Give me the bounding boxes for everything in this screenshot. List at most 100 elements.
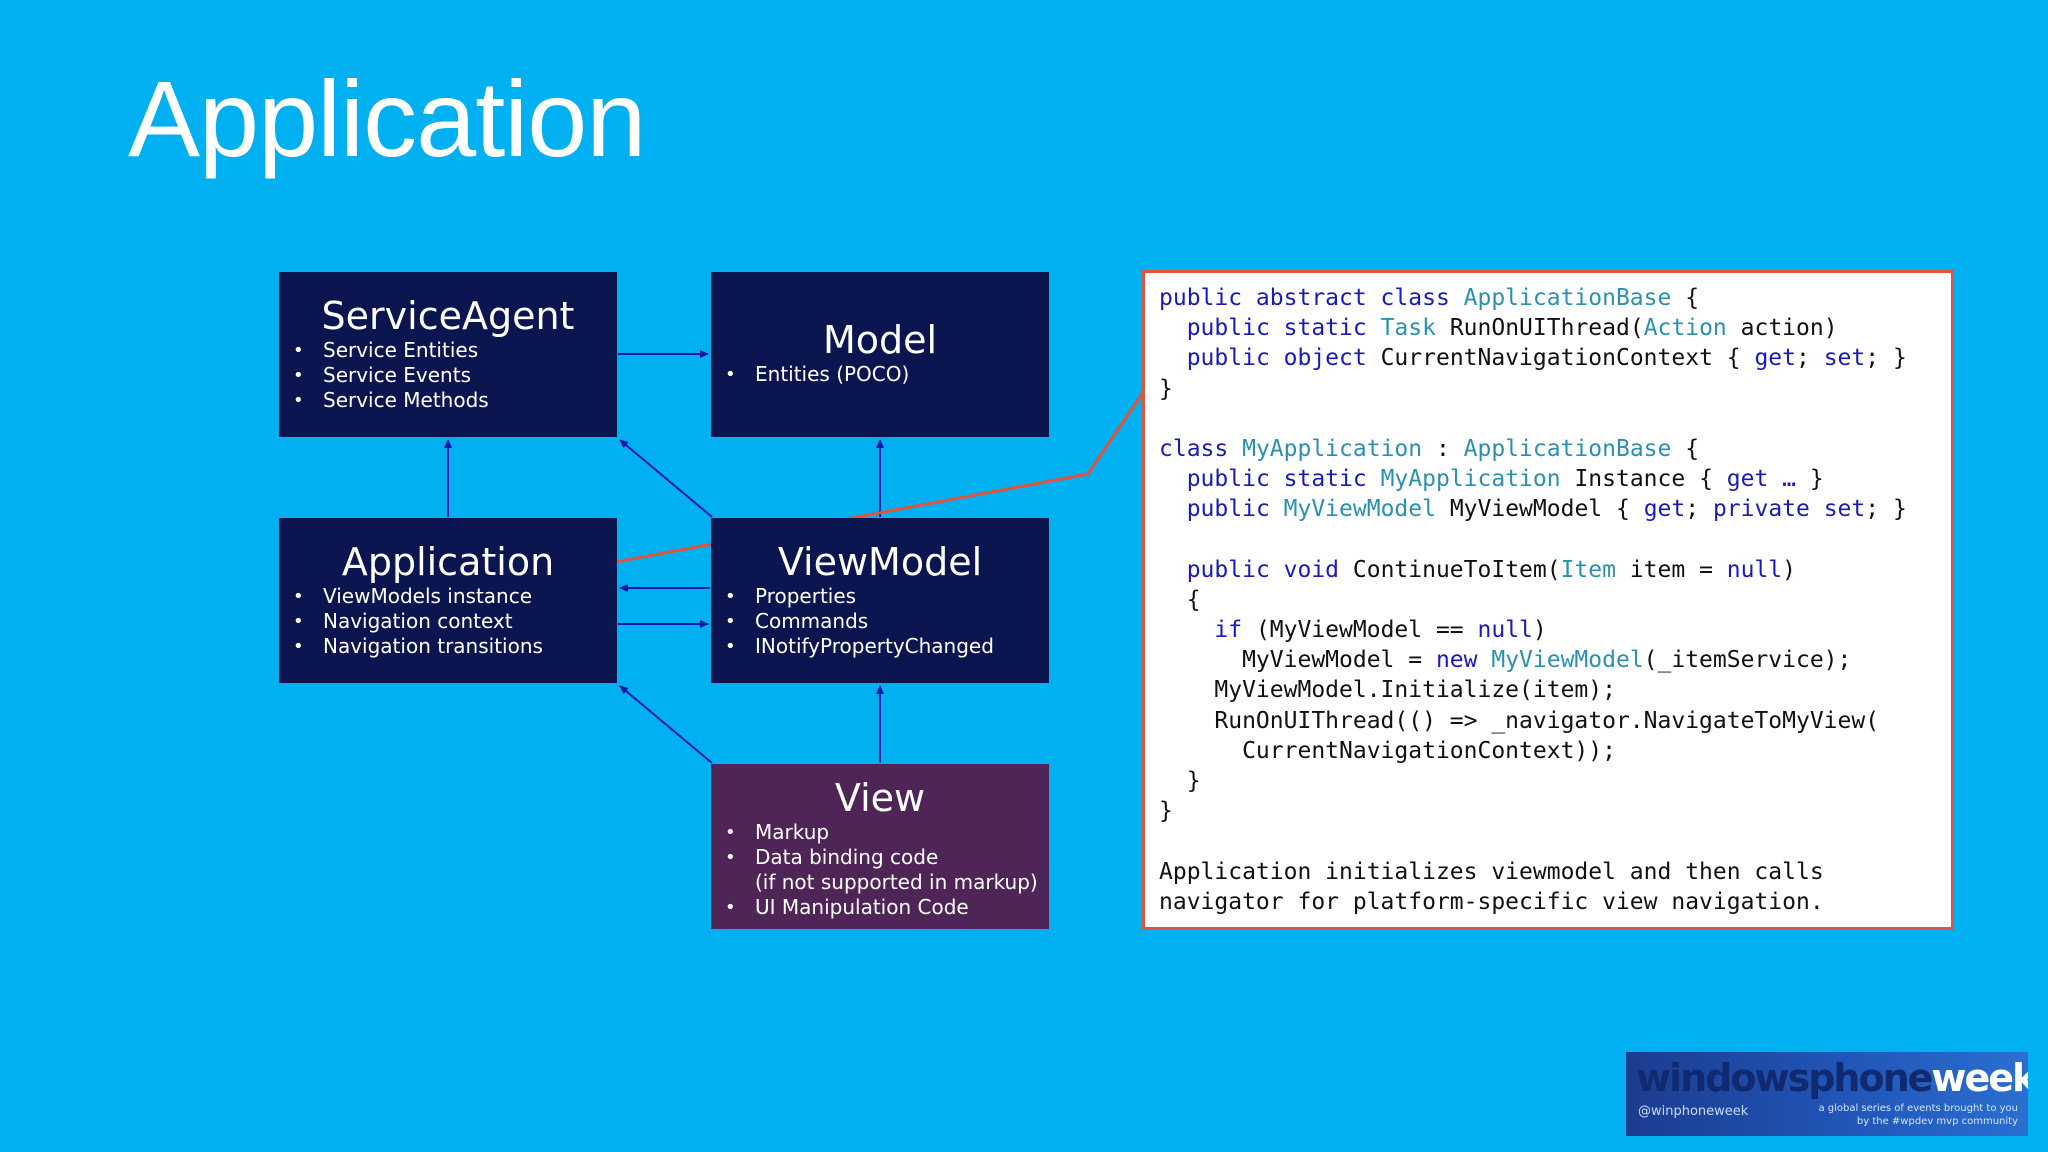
code-panel: public abstract class ApplicationBase { … (1142, 270, 1954, 930)
code-token: MyViewModel = (1159, 647, 1436, 674)
code-token: null (1726, 556, 1783, 583)
code-line: public object CurrentNavigationContext {… (1159, 343, 1937, 373)
code-token: private set (1712, 496, 1866, 523)
code-token: Item (1560, 556, 1616, 583)
serviceagent-list: Service Entities Service Events Service … (279, 338, 617, 413)
code-token: } (1159, 375, 1173, 402)
code-line: MyViewModel = new MyViewModel(_itemServi… (1159, 645, 1937, 675)
code-token: Task (1380, 315, 1436, 342)
code-token: } (1159, 798, 1173, 825)
model-title: Model (822, 318, 938, 362)
code-token: public static (1186, 466, 1381, 493)
code-token: get (1754, 345, 1796, 372)
code-token: MyApplication (1242, 435, 1423, 462)
serviceagent-title: ServiceAgent (321, 294, 575, 338)
code-line: CurrentNavigationContext)); (1159, 736, 1937, 766)
windowsphoneweek-logo: windowsphoneweek @winphoneweek a global … (1626, 1052, 2028, 1136)
code-token: public static (1186, 315, 1381, 342)
arrow-viewmodel-to-serviceagent (619, 439, 713, 518)
code-line: } (1159, 796, 1937, 826)
code-token: navigator for platform-specific view nav… (1159, 888, 1824, 915)
code-token: ApplicationBase (1463, 435, 1672, 462)
code-token: { (1671, 285, 1700, 311)
code-token (1159, 345, 1187, 371)
code-token: action) (1726, 315, 1838, 342)
list-item: Service Methods (279, 388, 617, 413)
view-list: Markup Data binding code (if not support… (711, 820, 1049, 920)
serviceagent-box: ServiceAgent Service Entities Service Ev… (279, 272, 617, 437)
code-line: public static MyApplication Instance { g… (1159, 464, 1937, 494)
code-token: Application initializes viewmodel and th… (1159, 858, 1824, 885)
view-title: View (834, 776, 926, 820)
code-token: public object (1186, 345, 1381, 372)
code-token: MyViewModel { (1435, 496, 1644, 523)
list-item: Properties (711, 584, 1049, 609)
logo-tagline: a global series of events brought to you… (1818, 1103, 2018, 1127)
code-token: RunOnUIThread(() => _navigator.NavigateT… (1159, 707, 1880, 734)
code-token (1159, 617, 1214, 643)
application-box: Application ViewModels instance Navigati… (279, 518, 617, 683)
code-line: public abstract class ApplicationBase { (1159, 283, 1937, 313)
code-token: MyViewModel (1491, 647, 1644, 674)
code-token: ; (1685, 496, 1713, 523)
list-item: INotifyPropertyChanged (711, 634, 1049, 659)
code-token: Instance { (1560, 466, 1727, 493)
code-token: { (1671, 435, 1700, 462)
list-item: Navigation transitions (279, 634, 617, 659)
viewmodel-list: Properties Commands INotifyPropertyChang… (711, 584, 1049, 659)
code-token: item = (1615, 556, 1727, 583)
code-token: MyApplication (1380, 466, 1561, 493)
code-token: ; } (1865, 345, 1907, 372)
code-line (1159, 525, 1937, 555)
list-item: (if not supported in markup) (755, 870, 1038, 894)
code-line: public void ContinueToItem(Item item = n… (1159, 555, 1937, 585)
list-item: Entities (POCO) (711, 362, 1049, 387)
list-item: Commands (711, 609, 1049, 634)
code-token: get (1643, 496, 1686, 523)
code-token: } (1796, 466, 1824, 493)
list-item: ViewModels instance (279, 584, 617, 609)
list-item: Navigation context (279, 609, 617, 634)
code-line (1159, 404, 1937, 434)
code-token: ApplicationBase (1463, 285, 1672, 311)
list-item: UI Manipulation Code (711, 895, 1049, 920)
code-token: Action (1643, 315, 1727, 342)
code-line: } (1159, 766, 1937, 796)
code-block: public abstract class ApplicationBase { … (1159, 283, 1937, 917)
code-line: public MyViewModel MyViewModel { get; pr… (1159, 494, 1937, 524)
code-token: set (1823, 345, 1866, 372)
code-token: ) (1532, 617, 1547, 644)
code-token: if (1214, 617, 1243, 644)
code-token: new (1435, 647, 1492, 674)
logo-wordmark: windowsphoneweek (1636, 1056, 2028, 1100)
code-token: { (1159, 586, 1201, 613)
list-item: Markup (711, 820, 1049, 845)
code-line: public static Task RunOnUIThread(Action … (1159, 313, 1937, 343)
code-line: Application initializes viewmodel and th… (1159, 857, 1937, 887)
code-token: (_itemService); (1643, 647, 1852, 674)
application-title: Application (341, 540, 555, 584)
code-line: class MyApplication : ApplicationBase { (1159, 434, 1937, 464)
model-box: Model Entities (POCO) (711, 272, 1049, 437)
code-token: : (1422, 435, 1464, 462)
list-item: Data binding code (711, 845, 1049, 870)
code-token: CurrentNavigationContext { (1380, 345, 1755, 372)
code-line (1159, 826, 1937, 856)
logo-word-dark: windowsphone (1636, 1056, 1933, 1100)
code-line: navigator for platform-specific view nav… (1159, 887, 1937, 917)
code-token (1159, 496, 1187, 522)
logo-word-light: week (1931, 1056, 2028, 1100)
application-list: ViewModels instance Navigation context N… (279, 584, 617, 659)
model-list: Entities (POCO) (711, 362, 1049, 387)
view-box: View Markup Data binding code (if not su… (711, 764, 1049, 929)
code-token: public void (1186, 556, 1353, 583)
viewmodel-title: ViewModel (777, 540, 983, 584)
code-line: { (1159, 585, 1937, 615)
code-token: get … (1726, 466, 1797, 493)
code-token (1159, 466, 1187, 492)
code-token: MyViewModel (1283, 496, 1436, 523)
code-token: ContinueToItem( (1352, 556, 1561, 583)
code-token: } (1159, 768, 1201, 794)
code-token: class (1159, 435, 1243, 462)
list-item: Service Entities (279, 338, 617, 363)
